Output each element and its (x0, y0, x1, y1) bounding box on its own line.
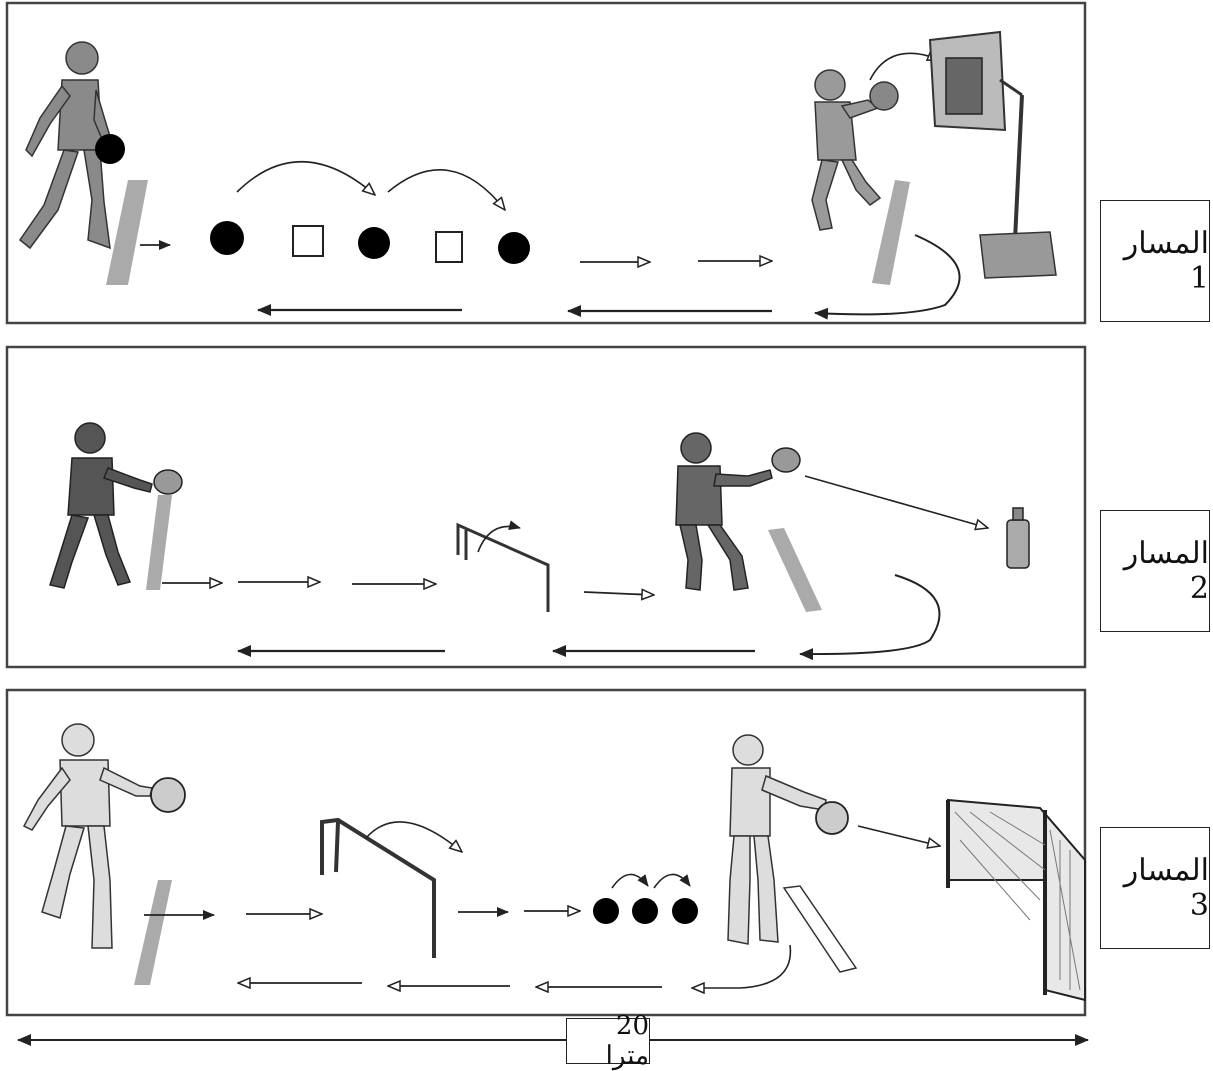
ball-icon (151, 778, 185, 812)
lane-3-label-text: المسار 3 (1101, 853, 1209, 923)
ball-icon (95, 134, 125, 164)
lane-2 (7, 347, 1085, 667)
ball-icon (816, 802, 848, 834)
cone-square-icon (436, 232, 462, 262)
lane-1-frame (7, 3, 1085, 323)
lane-3-frame (7, 690, 1085, 1015)
ball-marker-icon (210, 221, 244, 255)
ball-icon (870, 82, 898, 110)
lane-2-label: المسار 2 (1100, 510, 1210, 632)
lane-1-label: المسار 1 (1100, 200, 1210, 322)
distance-label: 20 مترا (566, 1018, 650, 1064)
lane-3-label: المسار 3 (1100, 827, 1210, 949)
lane-3 (7, 690, 1085, 1015)
racket-icon (772, 448, 800, 472)
cone-square-icon (293, 226, 323, 256)
ball-marker-icon (593, 898, 619, 924)
lane-1 (7, 3, 1085, 323)
ball-marker-icon (498, 232, 530, 264)
lane-1-label-text: المسار 1 (1101, 226, 1209, 296)
distance-label-text: 20 مترا (567, 1011, 649, 1071)
ball-marker-icon (632, 898, 658, 924)
ball-marker-icon (672, 898, 698, 924)
lane-2-label-text: المسار 2 (1101, 536, 1209, 606)
racket-icon (154, 470, 182, 494)
ball-marker-icon (358, 227, 390, 259)
